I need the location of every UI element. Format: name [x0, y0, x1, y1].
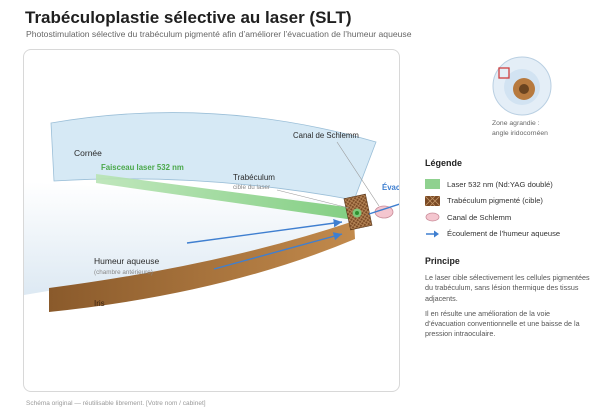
cornea-label: Cornée: [74, 148, 102, 158]
inset-caption-line1: Zone agrandie :: [492, 120, 540, 127]
schlemm-leader-line: [336, 141, 380, 207]
legend-label: Laser 532 nm (Nd:YAG doublé): [447, 179, 553, 189]
magnified-zone-box: [498, 67, 510, 79]
legend-item-flow: Écoulement de l’humeur aqueuse: [425, 226, 595, 242]
legend-item-trabeculum: Trabéculum pigmenté (cible): [425, 193, 595, 209]
angle-diagram: Cornée Faisceau laser 532 nm Canal de Sc…: [24, 112, 400, 312]
principle-section: Principe Le laser cible sélectivement le…: [425, 256, 590, 345]
trabeculum-leader-line: [276, 189, 350, 209]
schlemm-label: Canal de Schlemm: [293, 131, 359, 140]
page-title: Trabéculoplastie sélective au laser (SLT…: [25, 8, 352, 27]
laser-beam: [96, 174, 354, 220]
aqueous-flow-arrow-lower: [213, 232, 343, 270]
anterior-chamber: [24, 182, 354, 295]
inset-caption-line2: angle iridocornéen: [492, 129, 548, 137]
principle-paragraph-1: Le laser cible sélectivement les cellule…: [425, 273, 590, 303]
outflow-arrow: [368, 203, 399, 215]
outflow-label: Évacuation: [382, 183, 400, 192]
eye-inset-icon: [492, 56, 552, 116]
legend-label: Trabéculum pigmenté (cible): [447, 196, 543, 206]
trabeculum-label: Trabéculum: [233, 173, 275, 182]
trabeculum-swatch: [425, 195, 440, 206]
legend-label: Canal de Schlemm: [447, 212, 512, 222]
trabeculum-sublabel: cible du laser: [233, 184, 270, 191]
aqueous-flow-arrow-upper: [186, 218, 343, 244]
aqueous-humor-sublabel: (chambre antérieure): [94, 269, 153, 276]
iris-shape: [49, 221, 355, 312]
footer-credit: Schéma original — réutilisable librement…: [26, 400, 206, 407]
principle-title: Principe: [425, 256, 460, 266]
laser-swatch: [425, 179, 440, 189]
aqueous-humor-label: Humeur aqueuse: [94, 256, 159, 266]
eye-inset: [491, 55, 553, 117]
diagram-panel: Cornée Faisceau laser 532 nm Canal de Sc…: [23, 49, 400, 392]
schlemm-swatch: [425, 212, 440, 222]
laser-impact-core: [355, 211, 359, 215]
legend: Légende Laser 532 nm (Nd:YAG doublé) Tra…: [425, 158, 595, 242]
page-subtitle: Photostimulation sélective du trabéculum…: [26, 29, 412, 39]
legend-item-laser: Laser 532 nm (Nd:YAG doublé): [425, 176, 595, 192]
principle-paragraph-2: Il en résulte une amélioration de la voi…: [425, 308, 580, 339]
legend-title: Légende: [425, 158, 463, 168]
arrow-right-icon: [426, 230, 439, 238]
legend-item-schlemm: Canal de Schlemm: [425, 209, 595, 225]
legend-label: Écoulement de l’humeur aqueuse: [447, 229, 561, 239]
laser-beam-label: Faisceau laser 532 nm: [101, 163, 184, 172]
cornea-shape: [50, 112, 377, 201]
inset-caption: Zone agrandie : angle iridocornéen: [492, 119, 572, 138]
iris-label: Iris: [94, 299, 105, 308]
